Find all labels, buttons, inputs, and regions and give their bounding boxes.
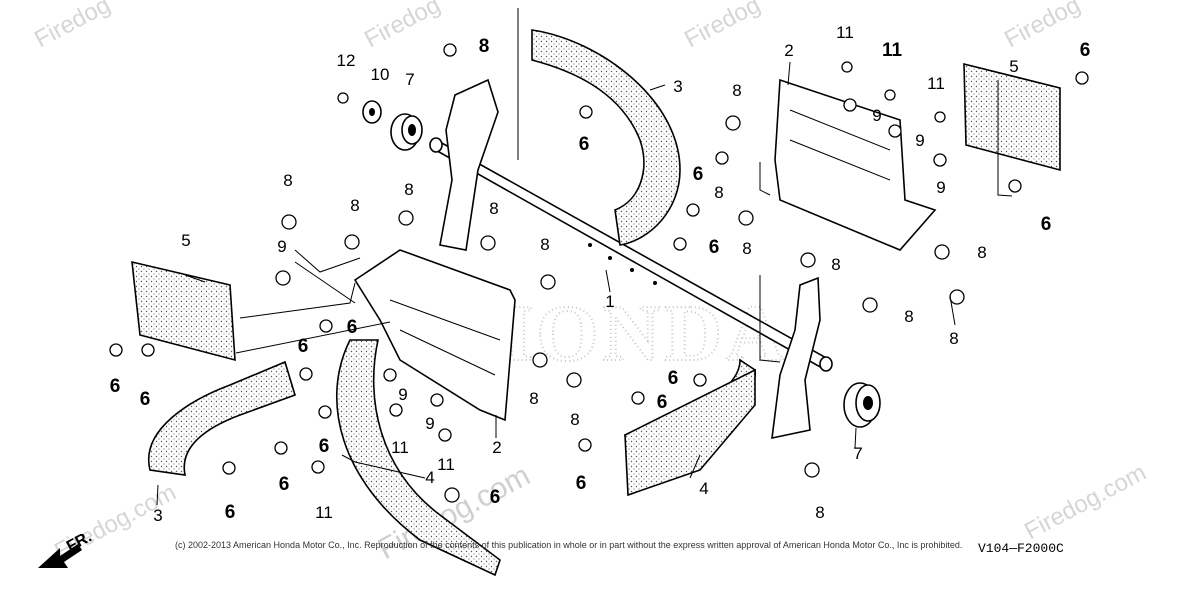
callout-11: 11 [315, 503, 333, 522]
callout-11: 11 [927, 74, 945, 93]
callout-8: 8 [489, 199, 498, 218]
watermark-text: Firedog [1000, 0, 1085, 53]
callout-6: 6 [110, 376, 121, 397]
callout-5: 5 [1009, 57, 1018, 76]
callout-labels: 8 12 10 7 3 6 8 2 11 11 11 9 9 9 5 6 6 8… [110, 23, 1091, 525]
auger-blade-upper [531, 29, 681, 246]
callout-9: 9 [398, 385, 407, 404]
callout-8: 8 [283, 171, 292, 190]
callout-8: 8 [529, 389, 538, 408]
callout-1: 1 [605, 292, 614, 311]
callout-9: 9 [277, 237, 286, 256]
callout-9: 9 [936, 178, 945, 197]
callout-8: 8 [815, 503, 824, 522]
callout-4: 4 [699, 479, 708, 498]
callout-6: 6 [490, 487, 501, 508]
callout-6: 6 [225, 502, 236, 523]
watermark-text: Firedog [360, 0, 445, 53]
auger-bracket-right [771, 276, 821, 440]
callout-9: 9 [915, 131, 924, 150]
callout-8: 8 [742, 239, 751, 258]
callout-11: 11 [882, 40, 903, 61]
callout-8: 8 [404, 180, 413, 199]
callout-11: 11 [437, 455, 455, 474]
callout-8: 8 [831, 255, 840, 274]
auger-blade-lower-left [147, 360, 296, 476]
callout-2: 2 [492, 438, 501, 457]
callout-9: 9 [872, 106, 881, 125]
callout-9: 9 [425, 414, 434, 433]
callout-6: 6 [319, 436, 330, 457]
callout-2: 2 [784, 41, 793, 60]
callout-6: 6 [1041, 214, 1052, 235]
callout-8: 8 [904, 307, 913, 326]
callout-6: 6 [693, 164, 704, 185]
scraper-pad-left [131, 260, 236, 362]
callout-7: 7 [405, 70, 414, 89]
scraper-pad-right [963, 62, 1061, 172]
fastener-group [109, 43, 1089, 503]
callout-6: 6 [298, 336, 309, 357]
auger-bracket-upper [439, 78, 499, 251]
callout-6: 6 [579, 134, 590, 155]
leader-lines [156, 8, 1013, 506]
callout-8: 8 [350, 196, 359, 215]
callout-6: 6 [347, 317, 358, 338]
callout-11: 11 [391, 438, 409, 457]
callout-6: 6 [657, 392, 668, 413]
watermark-text: Firedog [30, 0, 115, 53]
copyright-notice: (c) 2002-2013 American Honda Motor Co., … [175, 540, 962, 550]
callout-7: 7 [853, 444, 862, 463]
callout-8: 8 [977, 243, 986, 262]
callout-6: 6 [668, 368, 679, 389]
callout-6: 6 [1080, 40, 1091, 61]
callout-3: 3 [153, 506, 162, 525]
callout-10: 10 [371, 65, 390, 84]
callout-6: 6 [709, 237, 720, 258]
bearing-upper [390, 113, 423, 151]
callout-12: 12 [337, 51, 356, 70]
housing-bracket-left [353, 249, 516, 422]
callout-3: 3 [673, 77, 682, 96]
auger-shaft [429, 137, 833, 372]
callout-8: 8 [540, 235, 549, 254]
watermark-text: Firedog [680, 0, 765, 53]
callout-8: 8 [570, 410, 579, 429]
callout-8: 8 [949, 329, 958, 348]
callout-6: 6 [279, 474, 290, 495]
callout-4: 4 [425, 468, 434, 487]
callout-11: 11 [836, 23, 854, 42]
diagram-code: V104—F2000C [978, 541, 1064, 556]
callout-6: 6 [140, 389, 151, 410]
watermark-text: Firedog.com [1020, 459, 1150, 545]
auger-blade-lower-right-edge [624, 368, 756, 497]
callout-8: 8 [732, 81, 741, 100]
honda-outline-logo: HONDA [470, 290, 788, 378]
callout-5: 5 [181, 231, 190, 250]
bearing-right [843, 382, 881, 428]
auger-blade-lower-center [336, 339, 501, 577]
callout-6: 6 [576, 473, 587, 494]
callout-8: 8 [479, 36, 490, 57]
callout-8: 8 [714, 183, 723, 202]
